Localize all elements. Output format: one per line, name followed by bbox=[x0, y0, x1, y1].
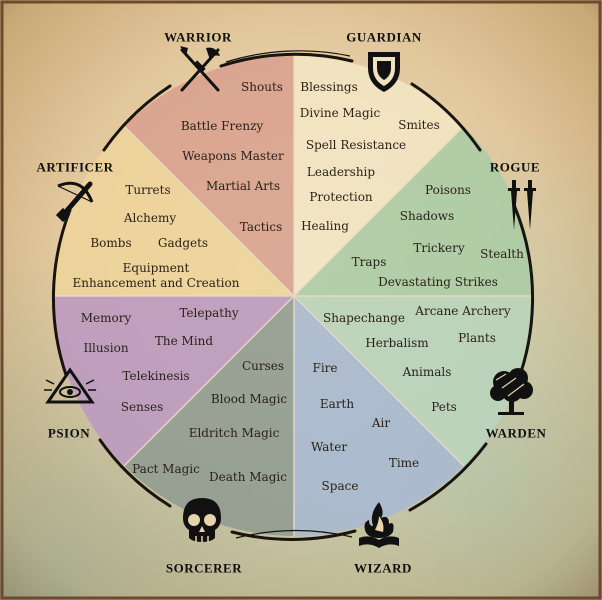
skill-label: Shapechange bbox=[322, 311, 406, 325]
wedge-sorcerer bbox=[124, 296, 294, 536]
skill-label: Trickery bbox=[413, 241, 465, 255]
skill-label: Telepathy bbox=[179, 306, 239, 320]
skill-label: Death Magic bbox=[209, 470, 287, 484]
twin-daggers-icon bbox=[508, 180, 536, 230]
wedge-psion bbox=[54, 296, 294, 466]
skill-label: Protection bbox=[309, 190, 373, 204]
skill-label: Pact Magic bbox=[132, 462, 200, 476]
skill-label: Pets bbox=[431, 400, 457, 414]
all-seeing-eye-icon bbox=[44, 367, 96, 404]
skill-label: Blood Magic bbox=[210, 392, 288, 406]
ring-arc-top bbox=[219, 52, 354, 68]
wedge-wizard bbox=[294, 296, 464, 536]
skill-label: Alchemy bbox=[123, 211, 177, 225]
wedge-artificer bbox=[54, 126, 294, 296]
skill-label: Devastating Strikes bbox=[378, 275, 498, 289]
skill-label: Blessings bbox=[300, 80, 358, 94]
skill-label: Spell Resistance bbox=[305, 138, 407, 152]
class-title-guardian: GUARDIAN bbox=[346, 29, 422, 45]
shield-icon bbox=[368, 52, 400, 92]
skill-label: Battle Frenzy bbox=[180, 119, 264, 133]
class-title-wizard: WIZARD bbox=[354, 560, 412, 576]
skill-label: Illusion bbox=[83, 341, 129, 355]
skill-label: Space bbox=[321, 479, 359, 493]
wedge-warden bbox=[294, 296, 534, 466]
skill-label: Poisons bbox=[425, 183, 471, 197]
skill-label: Animals bbox=[402, 365, 452, 379]
flaming-book-icon bbox=[359, 502, 399, 548]
ring-arc-inner-line bbox=[235, 530, 353, 539]
wedge-guardian bbox=[294, 56, 464, 296]
class-title-artificer: ARTIFICER bbox=[36, 159, 114, 175]
skill-label: Herbalism bbox=[365, 336, 429, 350]
skill-label: Enhancement and Creation bbox=[72, 276, 240, 290]
skill-label: The Mind bbox=[154, 334, 214, 348]
ring-arc-inner-line bbox=[225, 50, 351, 63]
spoke-line bbox=[123, 125, 295, 297]
ring-arc-bottom-right bbox=[408, 442, 488, 512]
skill-label: Shouts bbox=[241, 80, 283, 94]
skill-label: Divine Magic bbox=[299, 106, 381, 120]
skill-label: Senses bbox=[120, 400, 164, 414]
skill-label: Memory bbox=[80, 311, 132, 325]
spoke-line bbox=[293, 295, 465, 467]
skill-label: Water bbox=[310, 440, 348, 454]
wedge-warrior bbox=[124, 56, 294, 296]
spoke-line bbox=[293, 125, 465, 297]
skill-label: Stealth bbox=[480, 247, 524, 261]
crossed-axe-sword-icon bbox=[180, 46, 220, 92]
class-title-warrior: WARRIOR bbox=[164, 29, 232, 45]
skill-label: Air bbox=[371, 416, 391, 430]
class-title-sorcerer: SORCERER bbox=[165, 560, 243, 576]
class-title-warden: WARDEN bbox=[485, 425, 547, 441]
skill-label: Shadows bbox=[399, 209, 455, 223]
skill-label: Gadgets bbox=[157, 236, 209, 250]
skill-label: Healing bbox=[301, 219, 349, 233]
skill-label: Telekinesis bbox=[122, 369, 190, 383]
skill-label: Fire bbox=[312, 361, 338, 375]
skill-label: Curses bbox=[241, 359, 285, 373]
crossbow-icon bbox=[55, 181, 94, 222]
ring-arc-top-left bbox=[102, 84, 172, 152]
skill-label: Weapons Master bbox=[182, 149, 284, 163]
skill-label: Tactics bbox=[239, 220, 283, 234]
skull-icon bbox=[183, 498, 221, 542]
skill-label: Eldritch Magic bbox=[188, 426, 280, 440]
skill-label: Bombs bbox=[90, 236, 132, 250]
skill-label: Martial Arts bbox=[205, 179, 281, 193]
skill-label: Leadership bbox=[306, 165, 376, 179]
skill-label: Turrets bbox=[125, 183, 171, 197]
ring-arc-left bbox=[51, 208, 72, 377]
skill-label: Equipment bbox=[122, 261, 190, 275]
skill-label: Smites bbox=[398, 118, 440, 132]
class-title-psion: PSION bbox=[47, 425, 91, 441]
ring-arc-bottom-left bbox=[98, 438, 172, 508]
skill-label: Arcane Archery bbox=[415, 304, 511, 318]
ring-arc-bottom bbox=[230, 529, 357, 541]
skill-label: Time bbox=[388, 456, 420, 470]
ring-arc-top-right bbox=[410, 82, 482, 152]
class-title-rogue: ROGUE bbox=[489, 159, 541, 175]
wedge-rogue bbox=[294, 126, 534, 296]
skill-label: Traps bbox=[351, 255, 387, 269]
skill-label: Earth bbox=[319, 397, 355, 411]
tree-icon bbox=[490, 368, 533, 415]
skill-label: Plants bbox=[458, 331, 496, 345]
spoke-line bbox=[123, 295, 295, 467]
